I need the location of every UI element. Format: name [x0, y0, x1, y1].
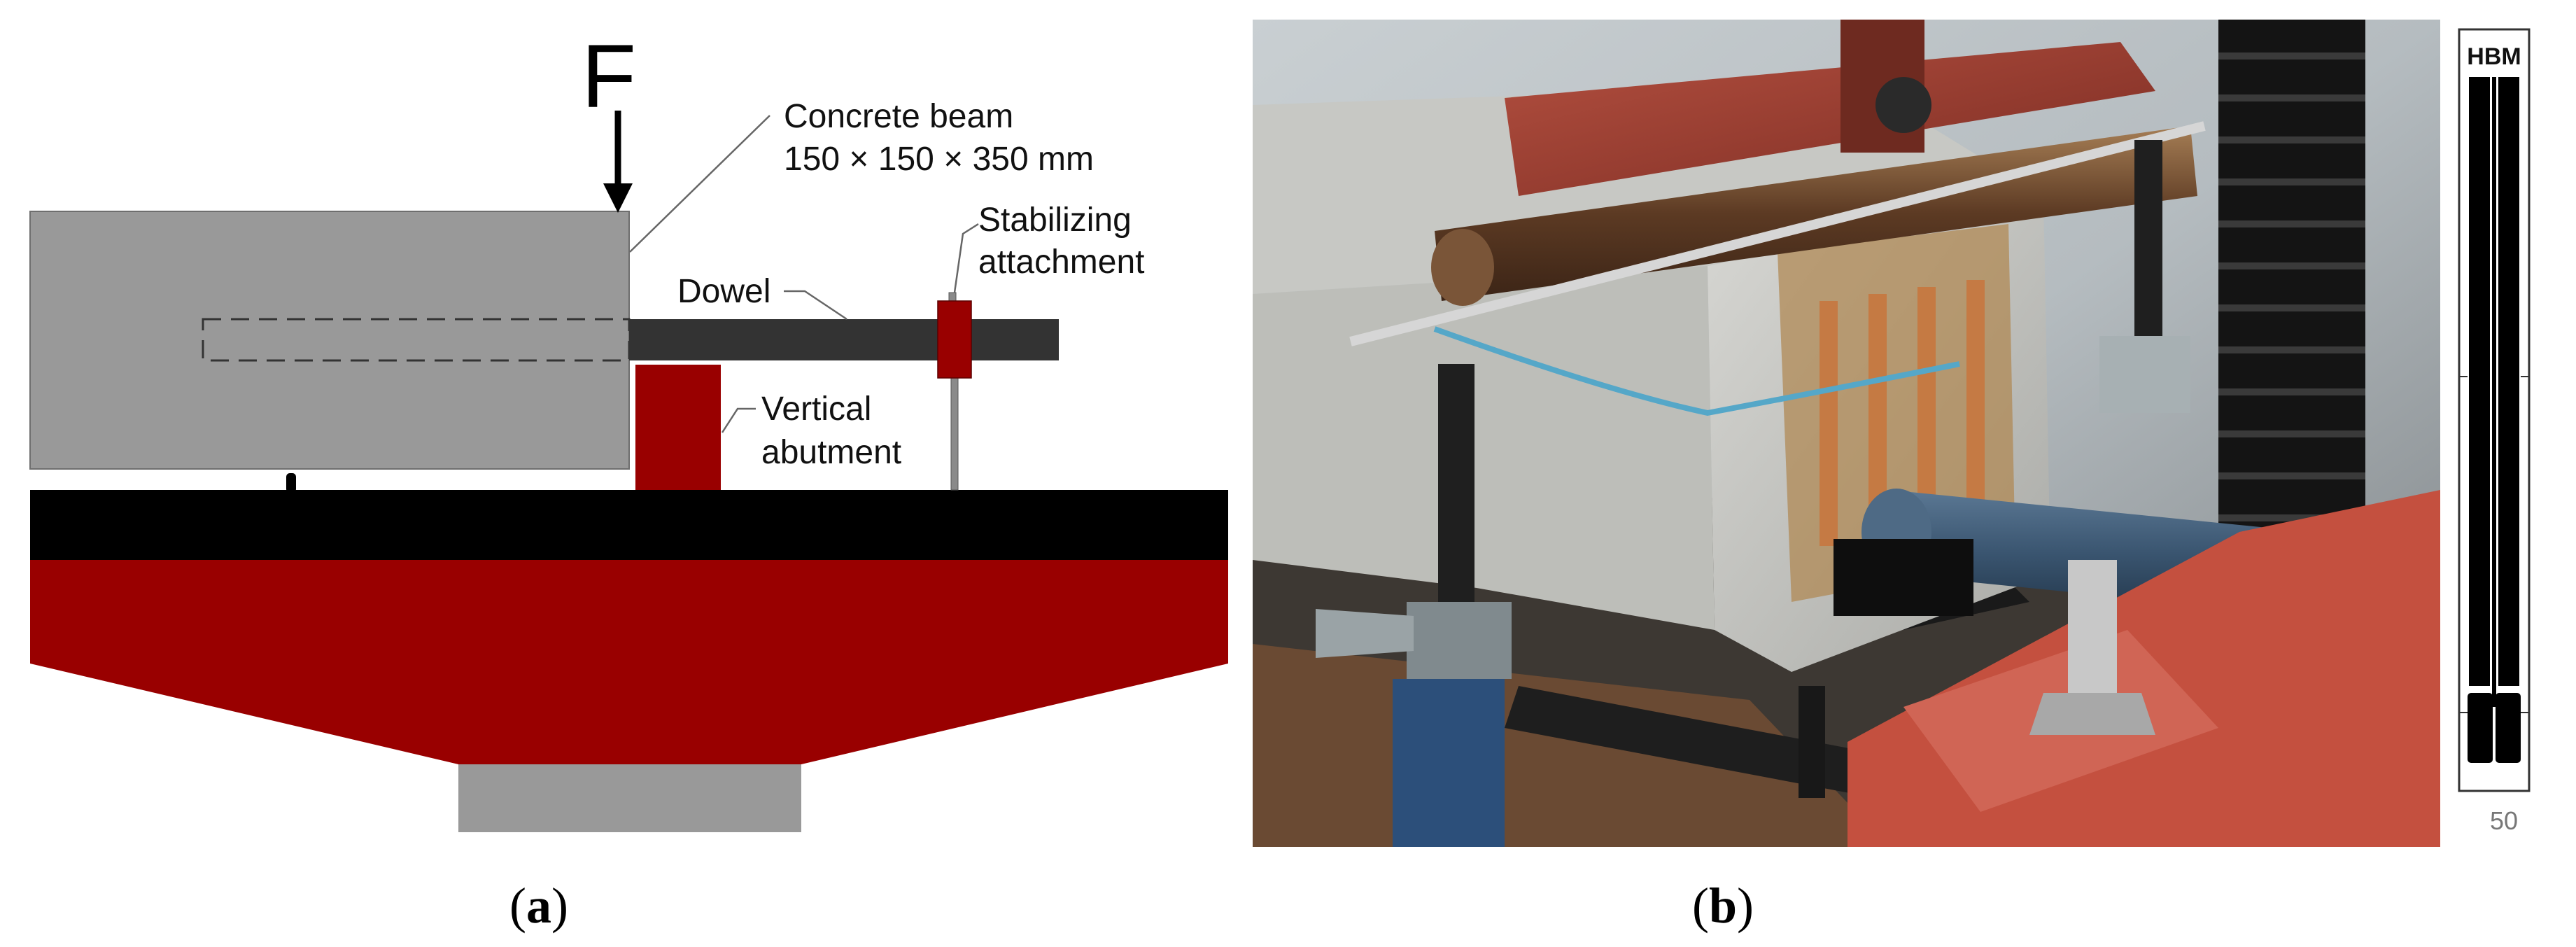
photo-bolt-nut — [2029, 693, 2155, 735]
photo-blue-wire — [1433, 326, 1960, 416]
photo-black-bar — [1505, 686, 1889, 798]
beam-leader-line — [629, 115, 770, 253]
panel-b-photo: (b) — [1253, 20, 2440, 934]
photo-bellows-ribs — [2218, 52, 2365, 521]
stabilizing-leader-line — [953, 223, 979, 293]
dowel-bar — [629, 319, 1059, 360]
photo-gauge-strips — [1820, 280, 1985, 546]
strain-gauge-tab-right — [2496, 693, 2521, 763]
photo-clamp-left — [1407, 602, 1512, 679]
strain-gauge-grid-right — [2498, 77, 2519, 686]
strain-gauge-tab-left — [2468, 693, 2493, 763]
force-label: F — [582, 27, 636, 127]
embedded-dowel-outline — [202, 318, 631, 362]
vertical-abutment — [635, 365, 721, 490]
dowel-leader-line — [784, 290, 847, 321]
force-arrow-head — [603, 183, 633, 213]
stabilizing-rod — [950, 363, 959, 491]
strain-gauge-inset: HBM 50 — [2458, 28, 2531, 835]
panel-a-schematic: F Concrete beam 150 × 150 × 350 mm Dowel… — [29, 27, 1228, 934]
caption-a: (a) — [509, 878, 568, 934]
beam-label-line1: Concrete beam — [784, 98, 1013, 135]
concrete-beam — [29, 211, 630, 470]
abutment-leader-line — [721, 407, 756, 433]
support-base — [30, 560, 1228, 764]
photo-clamp-handle — [1316, 609, 1414, 658]
strain-gauge-scale: 50 — [2490, 806, 2518, 835]
beam-label-line2: 150 × 150 × 350 mm — [784, 141, 1094, 178]
photo-brown-rod — [1435, 126, 2197, 301]
strain-gauge-grid-mid — [2492, 77, 2496, 707]
caption-b: (b) — [1692, 878, 1754, 934]
dowel-label: Dowel — [677, 273, 770, 310]
stabilizing-rod-tip — [948, 292, 957, 302]
photo-silver-rod — [1349, 121, 2206, 346]
photo-threaded-rod-left — [1438, 364, 1474, 609]
photo-bolt-shaft — [2068, 560, 2117, 700]
photo-black-block — [1834, 539, 1973, 616]
strain-gauge-grid-left — [2469, 77, 2490, 686]
photo-small-bolt — [1799, 686, 1825, 798]
photo-sensor-left — [1393, 679, 1505, 847]
stabilizing-label-line1: Stabilizing — [978, 202, 1132, 239]
photo-clamp-right — [2099, 336, 2190, 413]
bearing-pin — [286, 473, 296, 493]
base-foot — [458, 764, 801, 832]
photo-red-frame-bolt — [1875, 77, 1931, 133]
photo-brown-rod-end — [1431, 229, 1494, 306]
photo-concrete-side — [1253, 266, 1715, 630]
abutment-label-line2: abutment — [761, 434, 901, 471]
strain-gauge-brand: HBM — [2467, 43, 2521, 70]
stabilizing-label-line2: attachment — [978, 244, 1144, 281]
photo-threaded-rod-right — [2134, 140, 2162, 350]
base-plate — [30, 490, 1228, 560]
photo-red-frame-top — [1505, 42, 2155, 196]
abutment-label-line1: Vertical — [761, 391, 871, 428]
stabilizing-attachment — [937, 300, 972, 379]
